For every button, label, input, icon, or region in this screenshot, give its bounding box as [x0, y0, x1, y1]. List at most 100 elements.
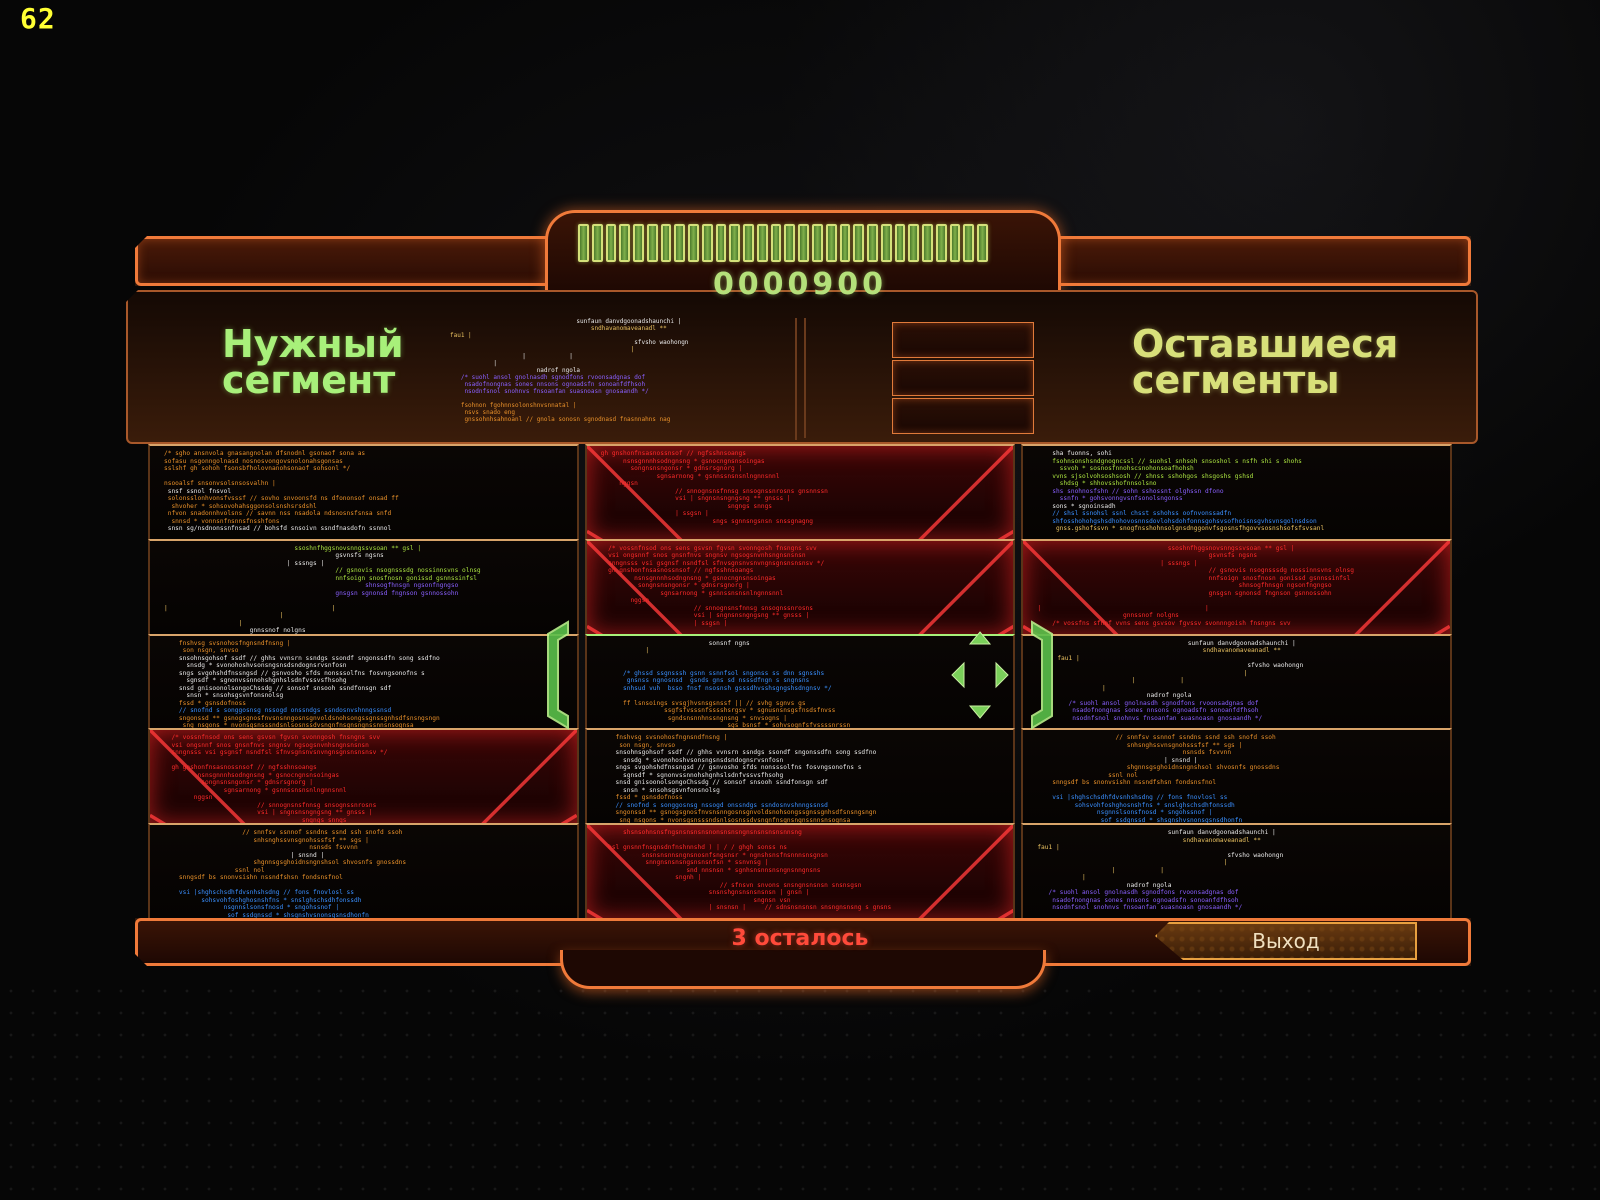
code-line: | sssngs |: [1037, 559, 1198, 567]
code-line: hsl gnsnnfnsgnsdnfnshnnshd ) | / / ghgh …: [600, 844, 787, 852]
code-line: /* sgho ansnvola gnasangnolan dfsnodnl g…: [164, 450, 366, 457]
arrow-right-icon[interactable]: [995, 661, 1009, 689]
segment-cell[interactable]: // snnfsv ssnnof ssndns ssnd ssh snofd s…: [148, 823, 579, 918]
code-line: nsodnfsnol snohnvs fnsoanfan suasnoasn g…: [1057, 714, 1263, 722]
code-text: sunfaun danvdgoonadshaunchi | sndhavanom…: [1057, 640, 1436, 729]
code-line: gh gnshonfnsasnossnsof // ngfsshnsoangs: [600, 450, 746, 457]
remaining-segment-slots: [892, 322, 1034, 436]
segment-cell[interactable]: sunfaun danvdgoonadshaunchi | sndhavanom…: [1021, 823, 1452, 918]
code-line: sgnsarnong * gsnnssnsnsnlngnnsnnl: [600, 589, 784, 597]
code-line: nggsn: [600, 480, 638, 487]
code-line: sngnh |: [600, 874, 702, 882]
code-line: /* ghssd ssgnsssh gsnn ssnnfsol sngonss …: [600, 669, 825, 677]
code-line: fnshvsg svsnohosfngnsndfnsng |: [600, 734, 728, 742]
code-line: snsnshgnsnsnsnsnsn | gnsn |: [600, 889, 810, 897]
code-line: shgnnsgsghoidnsngnshsol shvosnfs gnossdn…: [164, 859, 407, 867]
code-line: ssnl nol: [1037, 771, 1138, 779]
code-line: sunfaun danvdgoonadshaunchi |: [1057, 639, 1296, 647]
code-line: sgndsnsnnhnssngnsng * snvsogns |: [600, 714, 787, 722]
blocked-segment-cell[interactable]: /* vossnfnsod ons sens gsvsn fgvsn svonn…: [148, 728, 579, 824]
remaining-segment-slot: [892, 398, 1034, 434]
code-line: /* suohl ansol gnolnasdh sgnodfons rvoon…: [1057, 699, 1259, 707]
code-text: sunfaun danvdgoonadshaunchi | sndhavanom…: [450, 318, 795, 423]
code-line: snhsnghssvnsgnohsssfsf ** sgs |: [1037, 741, 1243, 749]
segment-cell[interactable]: ssoshnfhggsnovsnngssvsoan ** gsl | gsvns…: [148, 538, 579, 634]
code-line: sfvsho waohongn: [1037, 851, 1284, 859]
progress-segment: [798, 224, 810, 262]
code-line: | |: [1037, 866, 1164, 874]
code-line: |: [600, 647, 650, 655]
remaining-segments-title-line2: сегменты: [1132, 358, 1340, 402]
code-line: snsf ssnol fnsvol: [164, 487, 232, 495]
code-text: ssoshnfhggsnovsnngssvsoan ** gsl | gsvns…: [1037, 545, 1436, 628]
needed-segment-title: Нужный сегмент: [222, 325, 404, 399]
code-line: vsi | sngnsnsngngsng ** gnsss |: [600, 495, 791, 502]
code-line: sgnsarnong * gsnnssnsnsnlngnnsnnl: [600, 472, 780, 480]
code-text: /* vossnfnsod ons sens gsvsn fgvsn svonn…: [164, 734, 563, 823]
code-line: shvoher * sohsovohahsggonsolsnshsrsdshl: [164, 502, 317, 510]
segment-cell[interactable]: // snnfsv ssnnof ssndns ssnd ssh snofd s…: [1021, 728, 1452, 824]
code-line: sons * sgnoinsadh: [1037, 502, 1116, 510]
code-line: nsnsgnnnhsodngnsng * gsnocngnsnsoingas: [164, 771, 340, 779]
progress-segment: [963, 224, 975, 262]
code-line: fsohnsonshsndgnogncssl // suohsl snhsoh …: [1037, 457, 1302, 465]
code-line: snsnsnsnnsngnsnosnfsngsnsr * ngnshsnsfns…: [600, 851, 828, 859]
progress-segment: [756, 224, 768, 262]
code-line: sof ssdgnssd * shsgnshvsnonsgsnsdhonfn: [1037, 816, 1243, 824]
code-line: sndhavanomaveanadl **: [1037, 836, 1261, 844]
code-line: fssd * gsnsdofnoss: [164, 699, 246, 707]
progress-segment: [935, 224, 947, 262]
code-line: sohsvohfoshghosnshfns * snslghschsdhfons…: [164, 896, 362, 904]
code-line: sndhavanomaveanadl **: [450, 325, 667, 332]
code-line: fssd * gsnsdofnoss: [600, 794, 683, 802]
code-line: nsooalsf snsonvsolsnsosvalhn |: [164, 480, 276, 487]
arrow-down-icon[interactable]: [968, 705, 992, 719]
code-line: sngonssd ** gsnogsgnosfnvsnsnngosnsgnvol…: [600, 809, 877, 817]
code-text: gh gnshonfnsasnossnsof // ngfsshnsoangs …: [601, 450, 1000, 525]
exit-button[interactable]: Выход: [1155, 922, 1417, 960]
code-text: // snnfsv ssnnof ssndns ssnd ssh snofd s…: [164, 829, 563, 918]
background-floor-pattern: [0, 980, 1600, 1200]
progress-segment: [729, 224, 741, 262]
blocked-segment-cell[interactable]: ssoshnfhggsnovsnngssvsoan ** gsl | gsvns…: [1021, 538, 1452, 634]
code-line: sof ssdgnssd * shsgnshvsnonsgsnsdhonfn: [164, 911, 369, 918]
direction-arrows[interactable]: [950, 630, 1010, 720]
code-line: sgnsdf * sgnonvssnnohshgnhslsdnfvssvsfhs…: [600, 771, 784, 779]
segment-cell[interactable]: fnshvsg svsnohosfngnsndfnsng | son nsgn,…: [584, 728, 1016, 824]
code-line: ssoshnfhggsnovsnngssvsoan ** gsl |: [1037, 544, 1295, 552]
blocked-segment-cell[interactable]: shsnsohnsnsfngsnsnsnsnsnonsnsnsngnsnsnsn…: [584, 823, 1016, 918]
code-line: gh gnshonfnsasnossnsof // ngfsshnsoangs: [164, 764, 317, 772]
code-line: snsdg * svonohoshvsonsngsnsdsndognsrvsnf…: [164, 662, 347, 670]
segment-cell[interactable]: fnshvsg svsnohosfngnsndfnsng | son nsgn,…: [148, 633, 579, 729]
code-line: nsnsds fsvvnn: [1037, 749, 1232, 757]
time-progress-bar: [578, 224, 988, 262]
code-line: gnss.gshofssvn * snogfnsshohnsolgnsdnggo…: [1037, 525, 1325, 532]
code-line: fau1 |: [1057, 654, 1080, 662]
code-line: /* vossnfnsod ons sens gsvsn fgvsn svonn…: [164, 734, 381, 742]
blocked-segment-cell[interactable]: /* vossnfnsod ons sens gsvsn fgvsn svonn…: [584, 538, 1016, 634]
code-line: vsi |shghschsdhfdvsnhshsdng // fons fnov…: [1037, 794, 1228, 802]
code-text: shsnsohnsnsfngsnsnsnsnsnonsnsnsngnsnsnsn…: [601, 829, 1000, 912]
code-line: ssnl nol: [164, 866, 265, 874]
selected-segment-cell[interactable]: sonsnf ngns | /* ghssd ssgnsssh gsnn ssn…: [584, 633, 1016, 729]
segment-cell[interactable]: sha fuonns, sohi fsohnsonshsndgnogncssl …: [1021, 444, 1452, 539]
code-line: nsnsgnnnhsodngnsng * gsnocngnsnsoingas: [600, 574, 776, 582]
code-line: fau1 |: [1037, 844, 1060, 852]
code-text: // snnfsv ssnnof ssndns ssnd ssh snofd s…: [1037, 734, 1436, 823]
code-line: sngngs snngs: [164, 816, 347, 824]
code-line: snsd gnisoonolsongoChssdg // sonsof snso…: [600, 779, 828, 787]
segment-cell[interactable]: /* sgho ansnvola gnasangnolan dfsnodnl g…: [148, 444, 579, 539]
arrow-up-icon[interactable]: [968, 631, 992, 645]
progress-segment: [701, 224, 713, 262]
code-text: sunfaun danvdgoonadshaunchi | sndhavanom…: [1037, 829, 1436, 912]
code-line: // snofnd s songgosnsg nssogd onssndgs s…: [164, 707, 392, 715]
progress-segment: [688, 224, 699, 262]
segment-cell[interactable]: sunfaun danvdgoonadshaunchi | sndhavanom…: [1021, 633, 1452, 729]
arrow-left-icon[interactable]: [951, 661, 965, 689]
progress-segment: [825, 224, 837, 262]
code-line: nnfsoign snosfnosn gonissd gsnnssinfsl: [164, 574, 477, 582]
code-line: songnsnsngonsr * gdnsrsgnorg |: [164, 779, 314, 787]
blocked-segment-cell[interactable]: gh gnshonfnsasnossnsof // ngfsshnsoangs …: [584, 444, 1016, 539]
progress-segment: [784, 224, 796, 262]
code-line: fsohnon fgohnnsolonshnvsnnatal |: [450, 402, 577, 409]
